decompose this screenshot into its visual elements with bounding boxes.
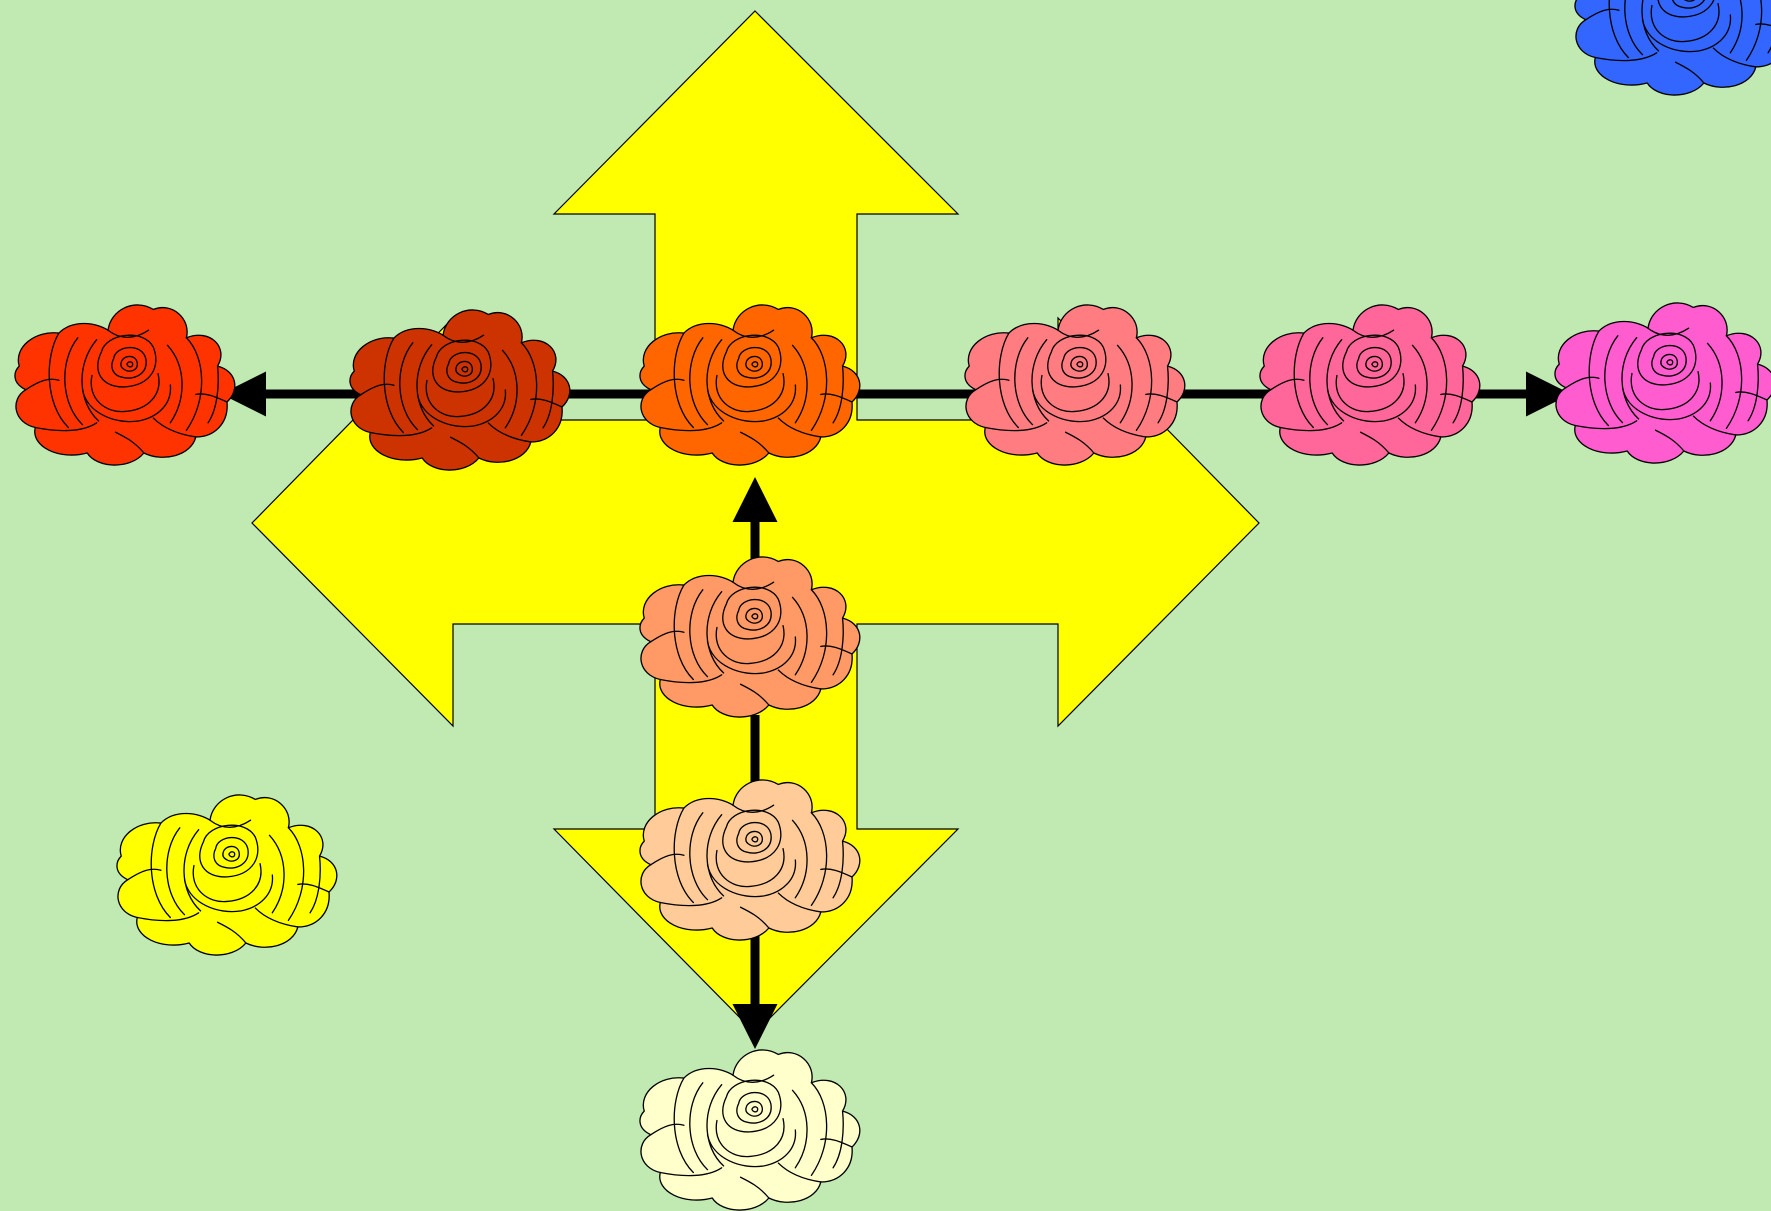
rose-blue	[1575, 0, 1771, 95]
rose-red	[15, 305, 235, 465]
rose-yellow	[117, 795, 337, 955]
rose-cream	[640, 1050, 860, 1210]
rose-pink	[1260, 305, 1480, 465]
rose-magenta	[1555, 303, 1771, 463]
